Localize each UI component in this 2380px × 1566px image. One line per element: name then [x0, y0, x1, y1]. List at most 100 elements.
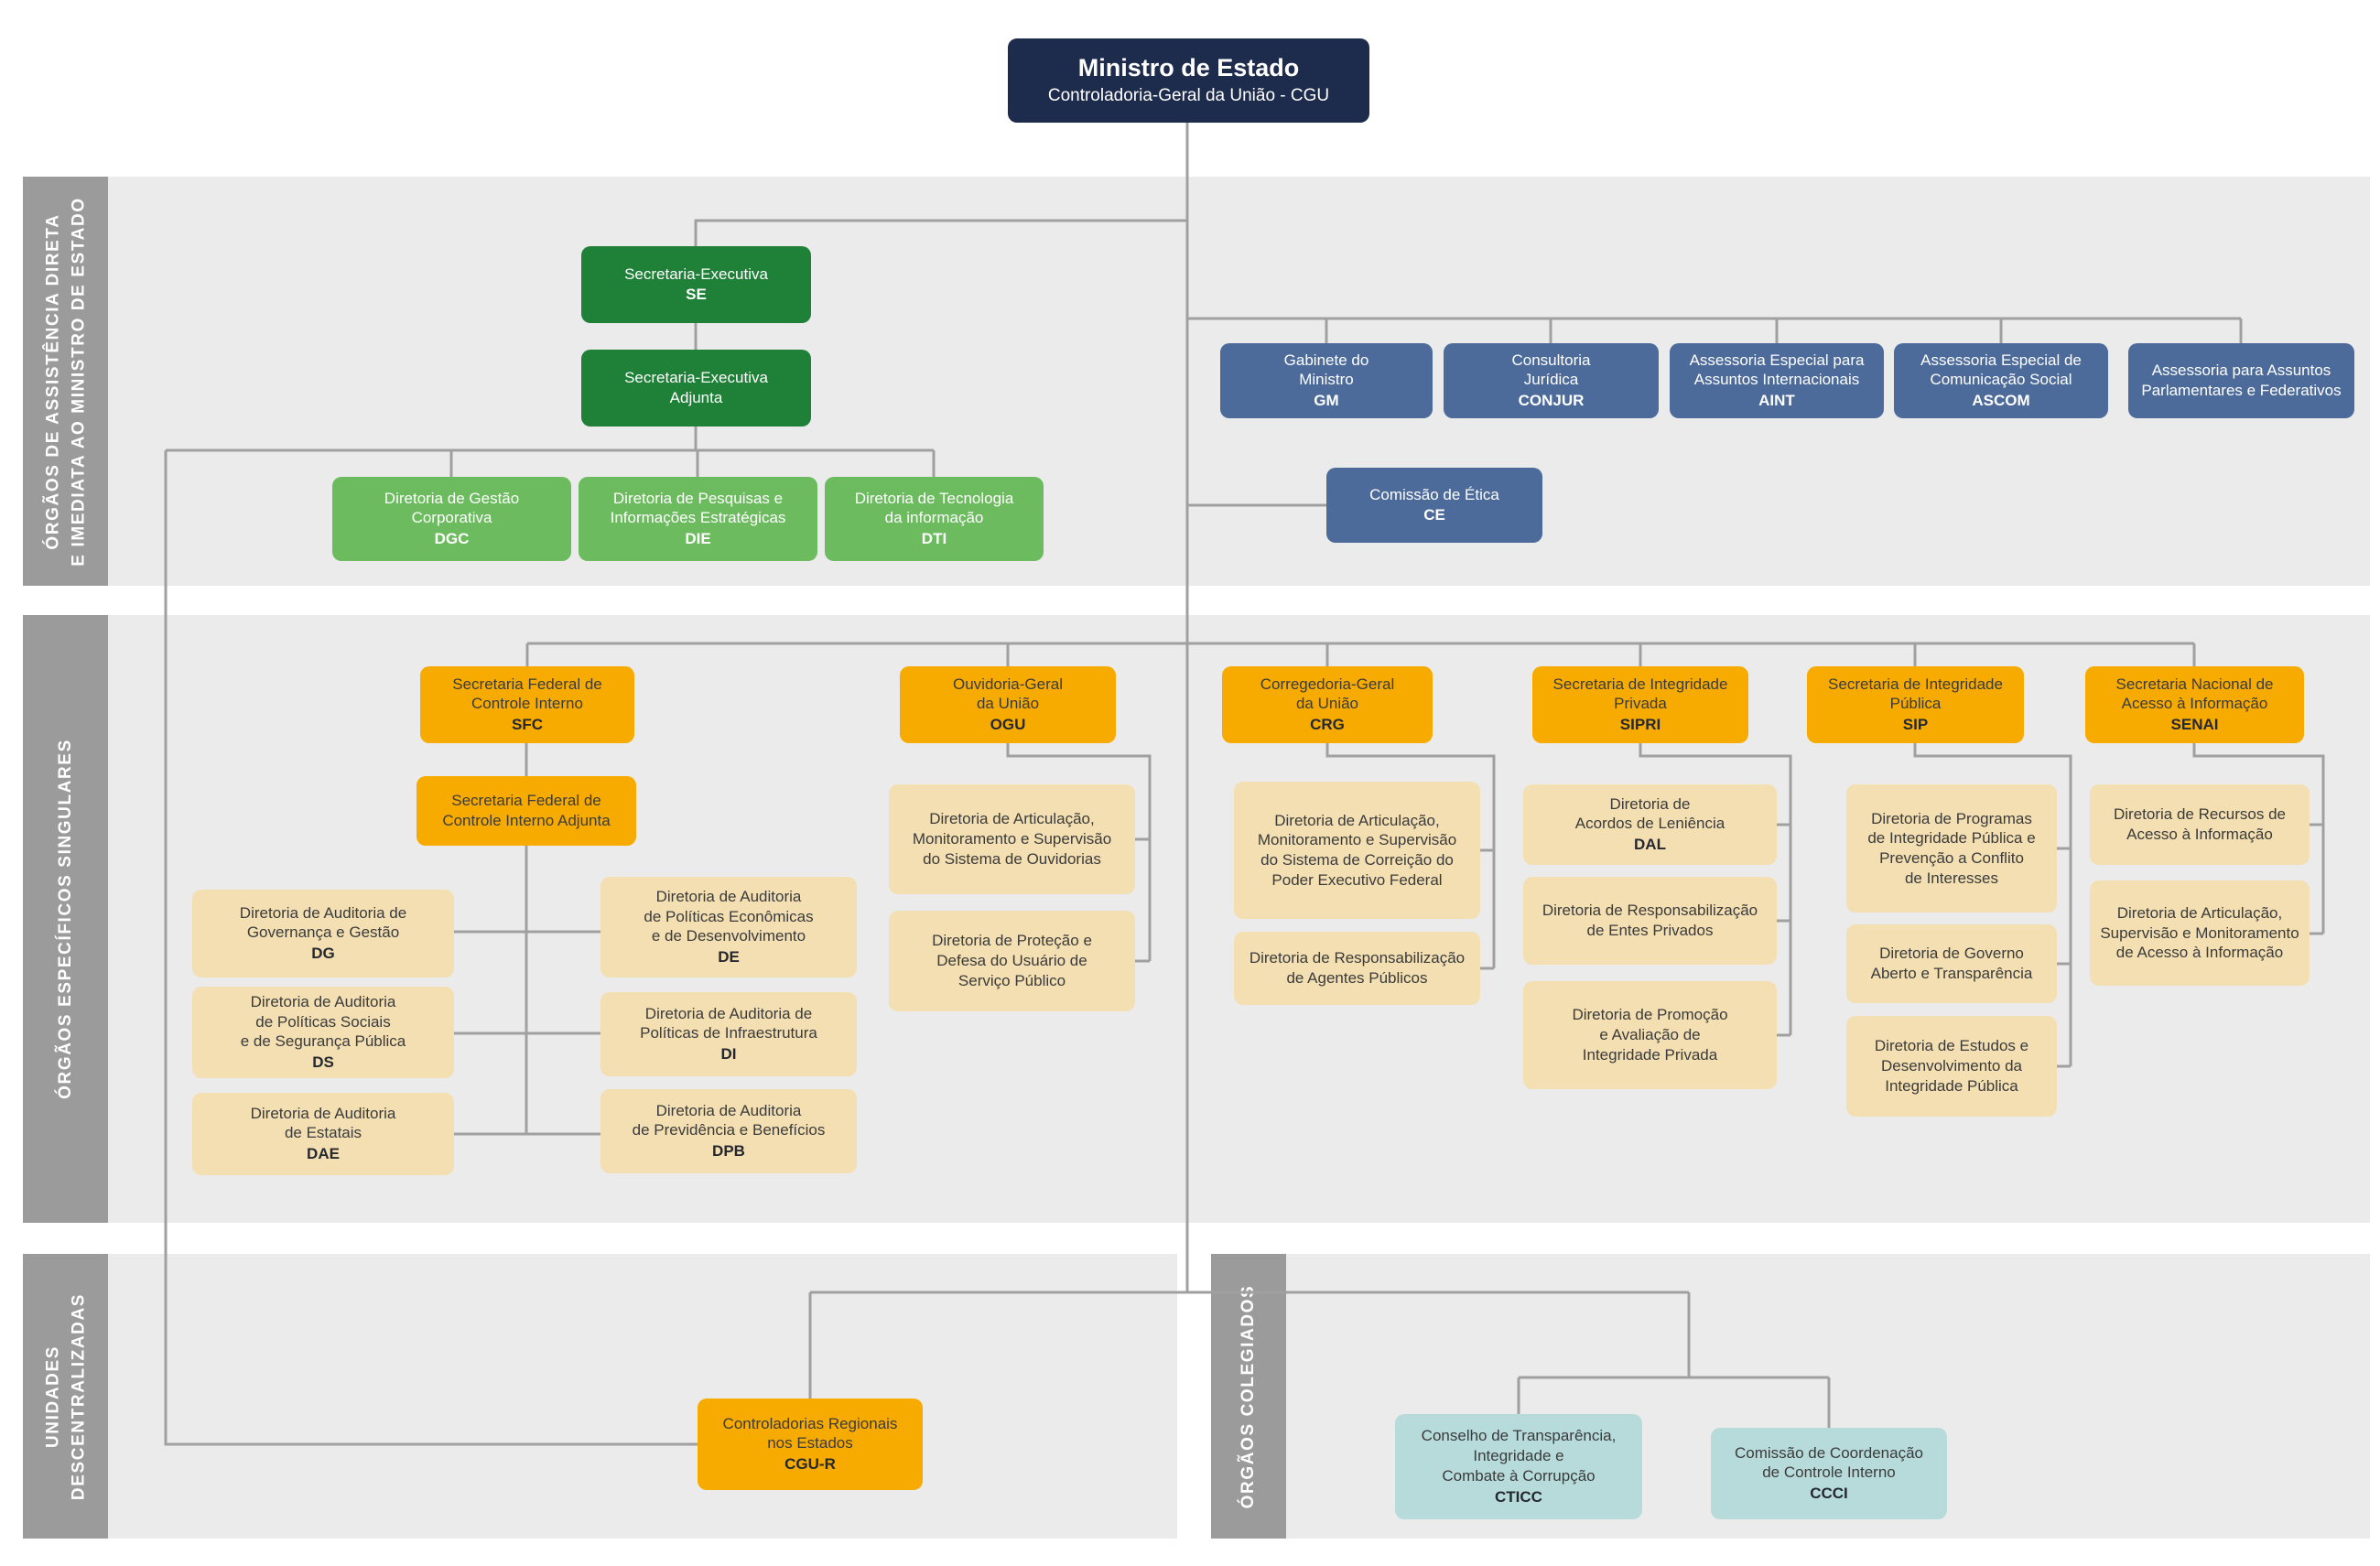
- node-acronym: CONJUR: [1518, 392, 1585, 410]
- org-node-cticc: Conselho de Transparência, Integridade e…: [1395, 1414, 1642, 1519]
- node-label: Comissão de Ética: [1369, 485, 1499, 503]
- node-label: Diretoria de Programas de Integridade Pú…: [1867, 809, 2036, 887]
- node-label: Secretaria Nacional de Acesso à Informaç…: [2115, 675, 2274, 713]
- band-assistencia-label-strip: ÓRGÃOS DE ASSISTÊNCIA DIRETA E IMEDIATA …: [23, 177, 108, 586]
- connector-line: [164, 450, 698, 1446]
- node-label: Diretoria de Promoção e Avaliação de Int…: [1572, 1006, 1728, 1064]
- node-label: Comissão de Coordenação de Controle Inte…: [1734, 1443, 1923, 1482]
- node-label: Diretoria de Articulação, Monitoramento …: [912, 810, 1112, 868]
- band-descentralizadas-label-strip: UNIDADES DESCENTRALIZADAS: [23, 1254, 108, 1539]
- node-label: Assessoria para Assuntos Parlamentares e…: [2141, 362, 2342, 399]
- node-label: Diretoria de Acordos de Leniência: [1574, 794, 1726, 833]
- org-node-sipri2: Diretoria de Responsabilização de Entes …: [1523, 877, 1777, 965]
- org-node-sip3: Diretoria de Estudos e Desenvolvimento d…: [1846, 1016, 2057, 1117]
- node-acronym: DS: [312, 1053, 334, 1072]
- org-node-crg1: Diretoria de Articulação, Monitoramento …: [1234, 782, 1480, 919]
- node-label: Secretaria-Executiva Adjunta: [624, 369, 768, 406]
- node-label: Diretoria de Recursos de Acesso à Inform…: [2113, 805, 2287, 843]
- band-singulares-label-strip: ÓRGÃOS ESPECÍFICOS SINGULARES: [23, 615, 108, 1223]
- org-node-di: Diretoria de Auditoria de Políticas de I…: [600, 992, 857, 1076]
- node-label: Conselho de Transparência, Integridade e…: [1421, 1427, 1617, 1485]
- node-acronym: CE: [1423, 506, 1445, 524]
- node-acronym: SE: [686, 286, 707, 304]
- node-label: Gabinete do Ministro: [1283, 351, 1369, 389]
- connector-line: [1913, 743, 2072, 1066]
- org-node-crg2: Diretoria de Responsabilização de Agente…: [1234, 932, 1480, 1005]
- org-node-sipri3: Diretoria de Promoção e Avaliação de Int…: [1523, 981, 1777, 1089]
- node-label: Diretoria de Responsabilização de Agente…: [1249, 949, 1466, 987]
- node-label: Diretoria de Articulação, Supervisão e M…: [2100, 903, 2299, 962]
- node-label: Secretaria de Integridade Pública: [1828, 675, 2003, 713]
- org-node-senai: Secretaria Nacional de Acesso à Informaç…: [2085, 666, 2304, 743]
- node-label: Secretaria Federal de Controle Interno A…: [442, 792, 611, 829]
- node-label: Diretoria de Estudos e Desenvolvimento d…: [1874, 1037, 2029, 1095]
- node-acronym: DAE: [307, 1145, 340, 1163]
- node-label: Diretoria de Proteção e Defesa do Usuári…: [932, 932, 1092, 989]
- node-label: Diretoria de Auditoria de Estatais: [250, 1104, 396, 1142]
- root-subtitle: Controladoria-Geral da União - CGU: [1047, 85, 1330, 105]
- node-label: Diretoria de Auditoria de Governança e G…: [239, 903, 407, 942]
- org-node-ogu2: Diretoria de Proteção e Defesa do Usuári…: [889, 911, 1135, 1011]
- root-title: Ministro de Estado: [1077, 54, 1300, 82]
- org-node-sip1: Diretoria de Programas de Integridade Pú…: [1846, 784, 2057, 913]
- node-label: Corregedoria-Geral da União: [1260, 675, 1395, 713]
- node-acronym: SENAI: [2170, 716, 2219, 734]
- connector-line: [694, 219, 1187, 246]
- org-node-aint: Assessoria Especial para Assuntos Intern…: [1670, 343, 1884, 418]
- org-node-ds: Diretoria de Auditoria de Políticas Soci…: [192, 987, 454, 1078]
- org-node-die: Diretoria de Pesquisas e Informações Est…: [579, 477, 817, 561]
- node-acronym: DI: [720, 1045, 737, 1064]
- connector-line: [1006, 743, 1152, 961]
- org-node-senai1: Diretoria de Recursos de Acesso à Inform…: [2090, 784, 2310, 865]
- connector-line: [1325, 743, 1496, 968]
- org-node-sea: Secretaria-Executiva Adjunta: [581, 350, 811, 427]
- node-label: Diretoria de Tecnologia da informação: [854, 489, 1014, 527]
- org-node-dg: Diretoria de Auditoria de Governança e G…: [192, 890, 454, 977]
- node-acronym: DAL: [1634, 836, 1666, 854]
- node-label: Controladorias Regionais nos Estados: [722, 1414, 898, 1453]
- node-acronym: CRG: [1310, 716, 1345, 734]
- node-label: Diretoria de Auditoria de Previdência e …: [632, 1101, 826, 1139]
- org-node-ministro: Ministro de Estado Controladoria-Geral d…: [1008, 38, 1369, 123]
- node-acronym: DIE: [685, 530, 711, 548]
- band-descentralizadas-panel: [108, 1254, 1177, 1539]
- node-acronym: SIPRI: [1619, 716, 1661, 734]
- node-acronym: AINT: [1758, 392, 1795, 410]
- connector-line: [2192, 743, 2325, 934]
- node-label: Diretoria de Auditoria de Políticas Econ…: [644, 887, 814, 945]
- connector-line: [1639, 743, 1792, 1035]
- node-acronym: ASCOM: [1972, 392, 2030, 410]
- node-acronym: SFC: [512, 716, 543, 734]
- org-node-de: Diretoria de Auditoria de Políticas Econ…: [600, 877, 857, 977]
- org-node-senai2: Diretoria de Articulação, Supervisão e M…: [2090, 880, 2310, 986]
- node-label: Secretaria Federal de Controle Interno: [452, 675, 602, 713]
- node-label: Diretoria de Auditoria de Políticas Soci…: [240, 992, 406, 1051]
- node-acronym: DG: [311, 945, 335, 963]
- node-label: Diretoria de Governo Aberto e Transparên…: [1870, 945, 2033, 982]
- node-label: Assessoria Especial para Assuntos Intern…: [1689, 351, 1865, 389]
- node-label: Diretoria de Articulação, Monitoramento …: [1257, 811, 1457, 889]
- node-acronym: CGU-R: [784, 1455, 836, 1474]
- node-acronym: SIP: [1902, 716, 1929, 734]
- node-label: Ouvidoria-Geral da União: [953, 675, 1063, 713]
- band-colegiados-label-strip: ÓRGÃOS COLEGIADOS: [1211, 1254, 1286, 1539]
- node-label: Secretaria-Executiva: [624, 265, 768, 283]
- org-node-ogu1: Diretoria de Articulação, Monitoramento …: [889, 784, 1135, 894]
- org-node-aparl: Assessoria para Assuntos Parlamentares e…: [2128, 343, 2354, 418]
- node-label: Diretoria de Pesquisas e Informações Est…: [610, 489, 786, 527]
- node-label: Diretoria de Gestão Corporativa: [384, 489, 520, 527]
- node-acronym: DPB: [712, 1142, 745, 1161]
